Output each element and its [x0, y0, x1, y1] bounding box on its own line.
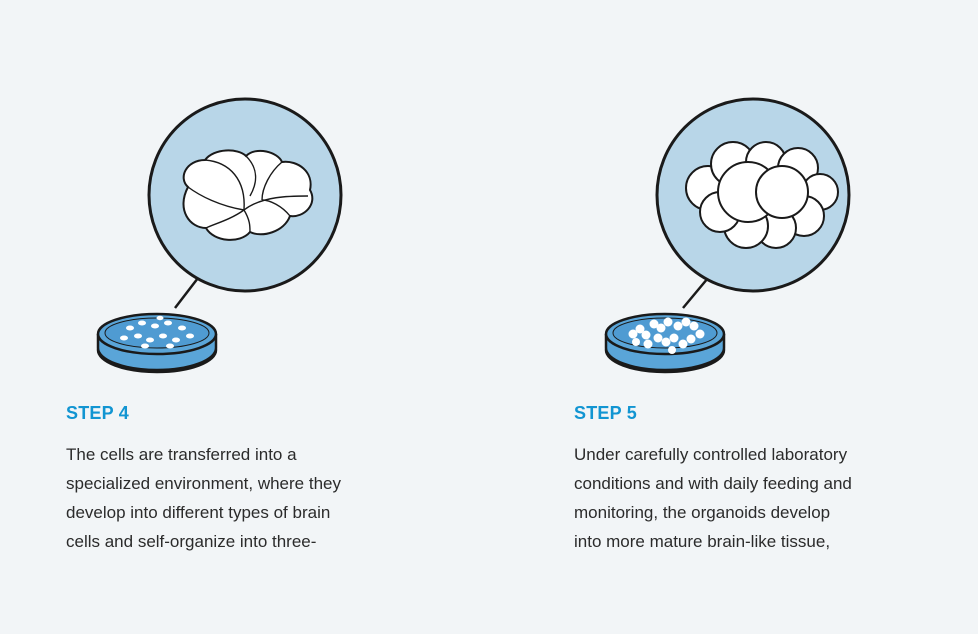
step-description: Under carefully controlled laboratory co… [574, 440, 904, 556]
organoid-cell-lines [187, 155, 309, 233]
step-5-illustration [604, 97, 851, 374]
step-4-illustration [96, 97, 343, 374]
description-line: The cells are transferred into a [66, 445, 297, 464]
step-4-panel: STEP 4 The cells are transferred into a … [0, 0, 420, 634]
description-line: specialized environment, where they [66, 474, 341, 493]
description-line: Under carefully controlled laboratory [574, 445, 848, 464]
organoid-cluster-icon [685, 141, 839, 249]
step-title: STEP 5 [574, 403, 637, 423]
step-5-panel: STEP 5 Under carefully controlled labora… [508, 0, 928, 634]
connector-line [174, 277, 199, 309]
step-description: The cells are transferred into a special… [66, 440, 396, 556]
description-line: conditions and with daily feeding and [574, 474, 852, 493]
description-line: monitoring, the organoids develop [574, 503, 831, 522]
petri-dish-icon [96, 312, 218, 374]
cell-clusters [628, 317, 705, 354]
connector-line [682, 277, 709, 309]
organoid-cluster-icon [182, 149, 314, 241]
cell-dots [120, 315, 194, 349]
description-line: into more mature brain-like tissue, [574, 532, 831, 551]
step-title: STEP 4 [66, 403, 129, 423]
description-line: cells and self-organize into three- [66, 532, 317, 551]
description-line: develop into different types of brain [66, 503, 331, 522]
